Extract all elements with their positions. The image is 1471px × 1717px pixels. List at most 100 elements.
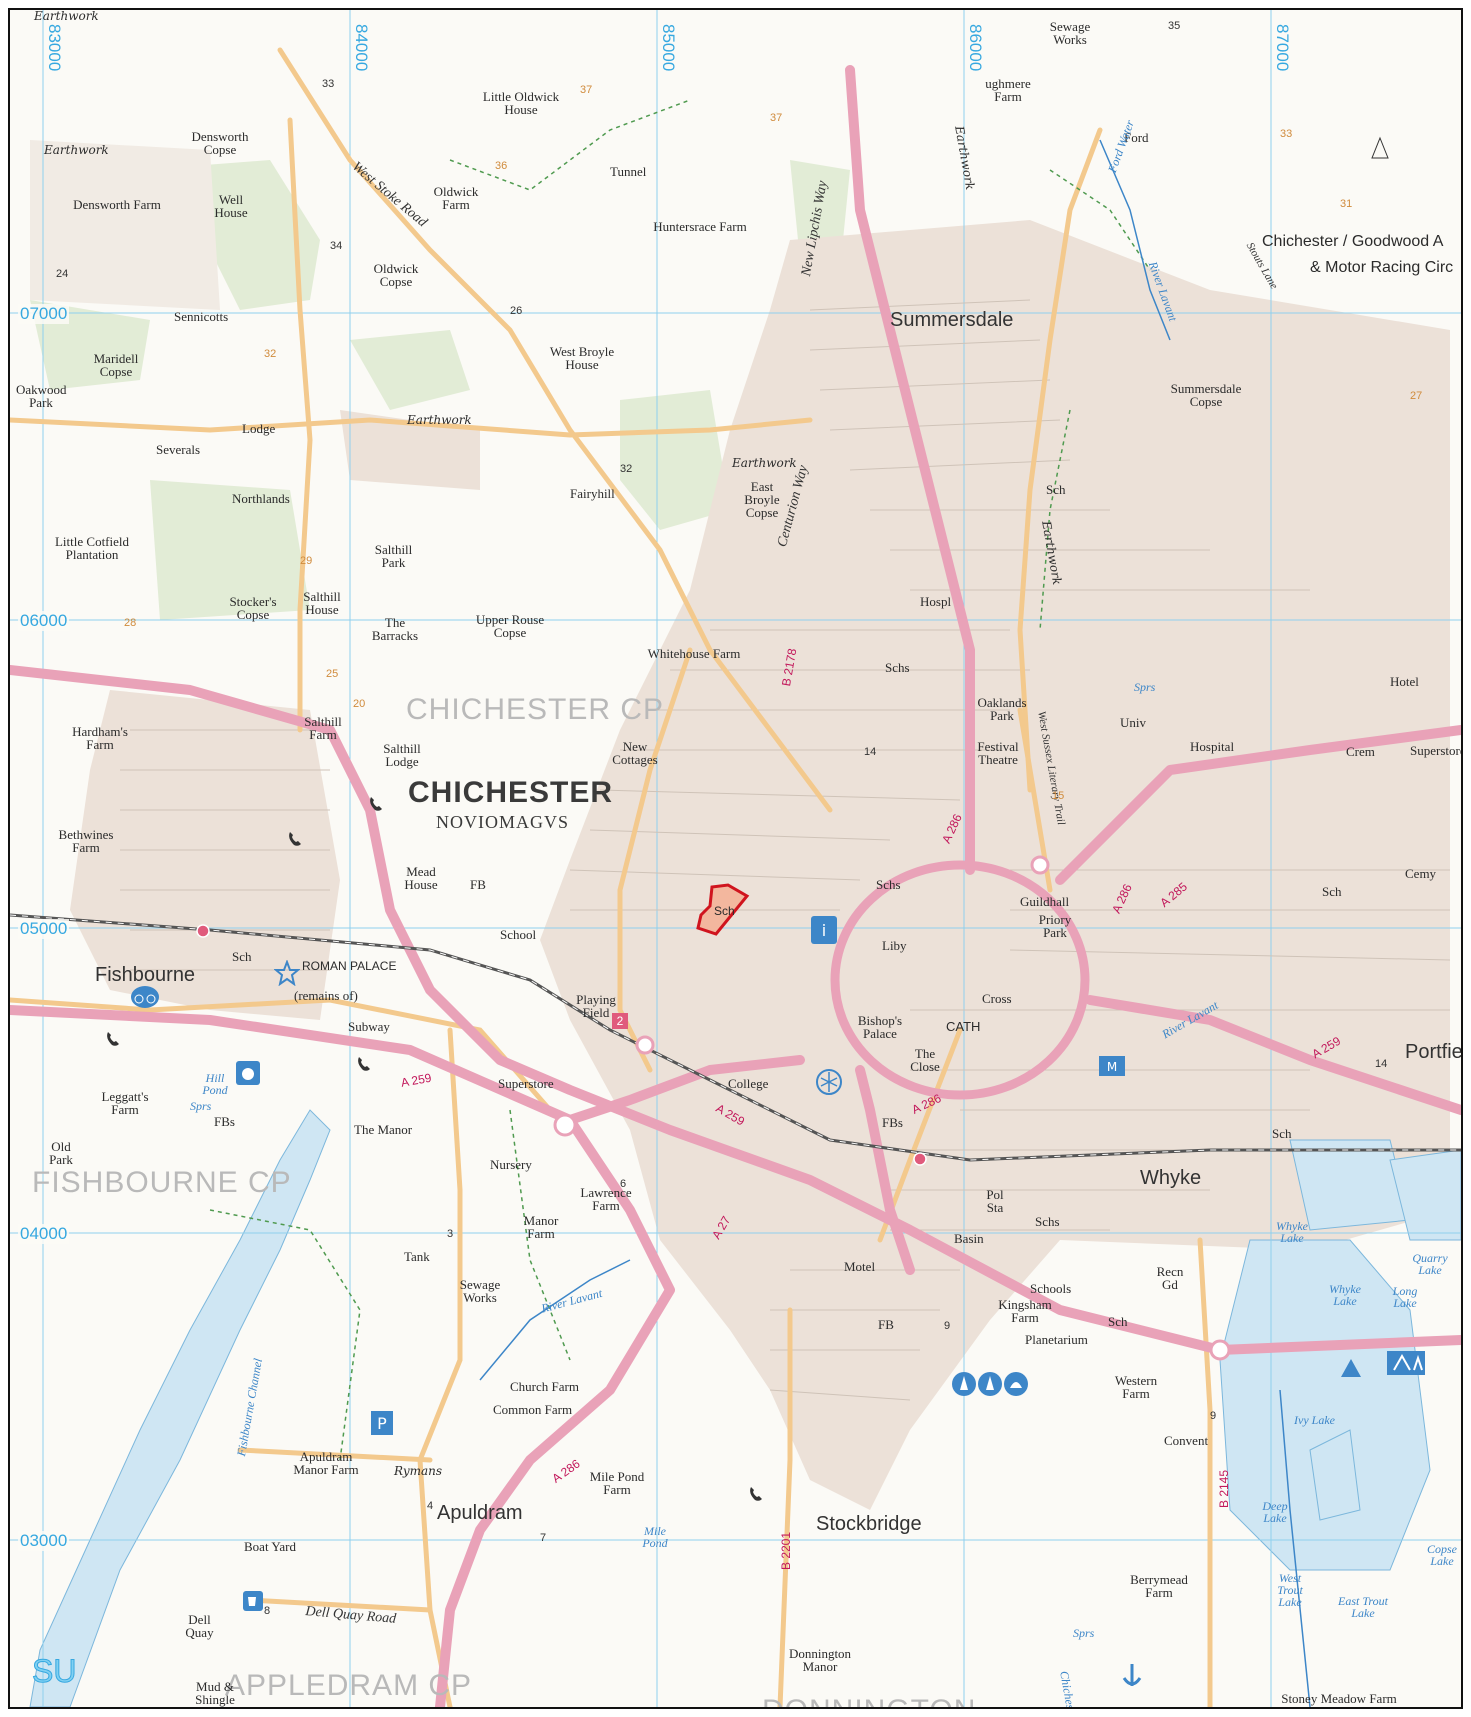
feature-label: ughmere Farm (985, 76, 1031, 104)
parish-label: CHICHESTER CP (406, 693, 665, 726)
feature-label: Church Farm (510, 1379, 579, 1394)
feature-label: Oaklands Park (977, 695, 1027, 723)
feature-label: Rymans (394, 1464, 443, 1478)
feature-label: Subway (348, 1019, 390, 1034)
northing-label: 06000 (18, 611, 70, 631)
spot-height: 33 (322, 78, 335, 90)
feature-label: Hardham's Farm (72, 724, 128, 752)
contour-label: 15 (1052, 790, 1065, 802)
feature-label: Cemy (1405, 866, 1437, 881)
feature-label: Sch (232, 949, 252, 964)
feature-label: Fairyhill (570, 486, 615, 501)
feature-label: Motel (844, 1259, 876, 1274)
place-label: Whyke (1140, 1167, 1202, 1189)
feature-label: FBs (214, 1114, 235, 1129)
feature-label: & Motor Racing Circ (1310, 259, 1454, 276)
feature-label: Lodge (242, 421, 276, 436)
feature-label: Western Farm (1114, 1373, 1158, 1401)
anchor-icon[interactable] (1118, 1660, 1146, 1692)
feature-label: College (728, 1076, 769, 1091)
water-label: Quarry Lake (1412, 1251, 1448, 1277)
feature-label: Huntersrace Farm (653, 219, 747, 234)
viewpoint-icon[interactable] (1338, 1355, 1364, 1381)
spot-height: 8 (264, 1605, 271, 1617)
spot-height: 35 (1168, 20, 1181, 32)
city-label: CHICHESTER (408, 776, 614, 809)
sailing-icon[interactable] (950, 1370, 1030, 1398)
feature-label: Liby (882, 938, 907, 953)
place-label: Portfield (1405, 1041, 1463, 1063)
feature-label: Crem (1346, 744, 1375, 759)
feature-label: Dell Quay (185, 1612, 214, 1640)
contour-label: 33 (1280, 128, 1293, 140)
spot-height: 14 (1375, 1058, 1388, 1070)
water-label: Whyke Lake (1329, 1282, 1361, 1308)
station-icon[interactable] (196, 924, 210, 938)
roman-name-label: NOVIOMAGVS (436, 812, 570, 832)
telephone-icon[interactable] (747, 1485, 765, 1503)
picnic-icon[interactable] (1386, 1350, 1426, 1376)
contour-label: 20 (353, 698, 366, 710)
garden-icon[interactable] (815, 1068, 843, 1096)
telephone-icon[interactable] (355, 1055, 373, 1073)
water-label: Sprs (190, 1099, 212, 1113)
feature-label: FBs (882, 1115, 903, 1130)
feature-label: Sch (1046, 482, 1066, 497)
telephone-icon[interactable] (367, 795, 385, 813)
water-tap-icon[interactable] (235, 1060, 261, 1086)
spot-height: 14 (864, 746, 877, 758)
spot-height: 4 (427, 1500, 434, 1512)
feature-label: Recn Gd (1156, 1264, 1184, 1292)
feature-label: Severals (156, 442, 201, 457)
water-label: Long Lake (1392, 1284, 1418, 1310)
spot-height: 26 (510, 305, 523, 317)
feature-label: Schools (1030, 1281, 1072, 1296)
feature-label: Hospl (920, 594, 952, 609)
feature-label: Playing Field (576, 992, 616, 1020)
feature-label: Mud & Shingle (195, 1679, 235, 1707)
parish-label: APPLEDRAM CP (225, 1669, 473, 1702)
northing-label: 05000 (18, 919, 70, 939)
roundabouts (553, 855, 1231, 1361)
feature-label: Sch (1322, 884, 1342, 899)
svg-text:P: P (377, 1414, 387, 1433)
site-label: Sch (714, 904, 735, 918)
feature-label: Basin (954, 1231, 984, 1246)
feature-label: The Manor (354, 1122, 413, 1137)
grid-lines (10, 10, 1461, 1707)
minor-roads (10, 47, 1213, 1707)
spot-height: 9 (944, 1320, 951, 1332)
feature-label: Sewage Works (1049, 19, 1091, 47)
feature-label: Bethwines Farm (58, 827, 114, 855)
spot-height: 32 (620, 463, 633, 475)
parish-label: DONNINGTON (762, 1696, 976, 1708)
water-label: West Trout Lake (1277, 1571, 1303, 1609)
water-label: Ivy Lake (1294, 1413, 1335, 1427)
parking-icon[interactable]: P (370, 1410, 394, 1436)
info-icon[interactable]: i (810, 915, 838, 945)
telephone-icon[interactable] (104, 1030, 122, 1048)
feature-label: New Cottages (612, 739, 658, 767)
feature-label: Mead House (404, 864, 438, 892)
water-label: Mile Pond (642, 1524, 668, 1550)
museum-icon[interactable]: M (1098, 1055, 1126, 1077)
cafe-icon[interactable] (242, 1590, 264, 1612)
map-canvas[interactable] (10, 10, 1461, 1707)
feature-label: Ford (1124, 130, 1149, 145)
station-icon[interactable] (913, 1152, 927, 1166)
feature-label: Schs (876, 877, 901, 892)
road-number: B 2201 (779, 1531, 793, 1570)
cycle-icon[interactable] (130, 985, 160, 1009)
map-frame[interactable]: 83000 84000 85000 86000 87000 07000 0600… (8, 8, 1463, 1709)
feature-label: Well House (214, 192, 248, 220)
heritage-star-icon[interactable] (274, 960, 300, 986)
feature-label: Donnington Manor (788, 1646, 852, 1674)
parish-label: FISHBOURNE CP (32, 1166, 292, 1199)
feature-label: Pol Sta (986, 1187, 1004, 1215)
telephone-icon[interactable] (286, 830, 304, 848)
feature-label: FB (878, 1317, 894, 1332)
spot-height: 7 (540, 1532, 547, 1544)
feature-label: Stocker's Copse (229, 594, 277, 622)
triangulation-icon (1371, 136, 1389, 159)
feature-label: Sch (1108, 1314, 1128, 1329)
